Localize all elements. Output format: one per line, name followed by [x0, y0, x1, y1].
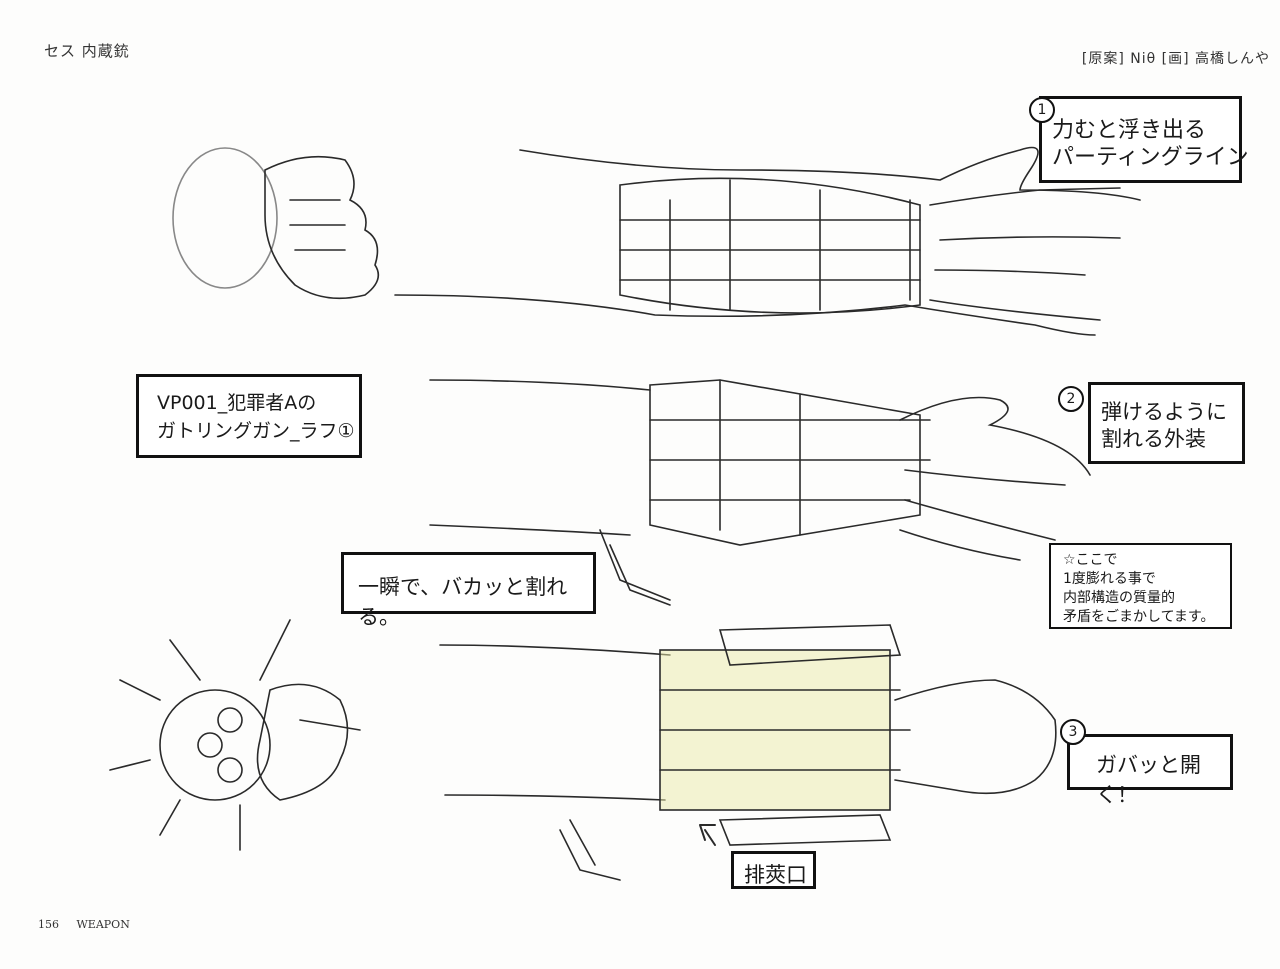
step-1-line-2: パーティングライン	[1052, 145, 1249, 170]
note-line-2: 1度膨れる事で	[1063, 571, 1156, 587]
forearm-sketch-1	[394, 146, 1141, 336]
step-1-line-1: 力むと浮き出る	[1052, 118, 1207, 143]
step-1-box: 力むと浮き出る パーティングライン	[1039, 96, 1249, 183]
section-name: WEAPON	[76, 918, 130, 931]
fist-sketch-1	[172, 147, 380, 300]
drawing-title-line-1: VP001_犯罪者Aの	[157, 392, 317, 414]
step-2-line-1: 弾けるように	[1101, 400, 1227, 424]
forearm-sketch-3	[439, 624, 1057, 881]
note-line-4: 矛盾をごまかしてます。	[1063, 609, 1215, 625]
note-line-3: 内部構造の質量的	[1063, 590, 1175, 606]
drawing-title-line-2: ガトリングガン_ラフ①	[157, 420, 355, 442]
step-2-line-2: 割れる外装	[1101, 427, 1206, 451]
step-2-box: 弾けるように 割れる外装	[1088, 382, 1245, 464]
note-line-1: ☆ここで	[1063, 552, 1118, 568]
step-3-number: 3	[1060, 719, 1086, 745]
forearm-sketch-2	[429, 379, 1091, 606]
mass-note-box: ☆ここで 1度膨れる事で 内部構造の質量的 矛盾をごまかしてます。	[1049, 543, 1232, 629]
step-2-number: 2	[1058, 386, 1084, 412]
step-3-box: ガバッと開く！	[1067, 734, 1233, 807]
page-footer: 156 WEAPON	[38, 918, 130, 931]
instant-split-caption: 一瞬で、バカッと割れる。	[341, 552, 596, 629]
gatling-open-sketch	[109, 619, 361, 851]
page-header-title: セス 内蔵銃	[44, 42, 130, 60]
step-1-number: 1	[1029, 97, 1055, 123]
page-number: 156	[38, 918, 59, 931]
page-header-credits: [原案] Niθ [画] 高橋しんや	[1081, 51, 1270, 67]
ejection-port-label: 排莢口	[731, 851, 816, 889]
drawing-title-box: VP001_犯罪者Aの ガトリングガン_ラフ①	[136, 374, 362, 458]
